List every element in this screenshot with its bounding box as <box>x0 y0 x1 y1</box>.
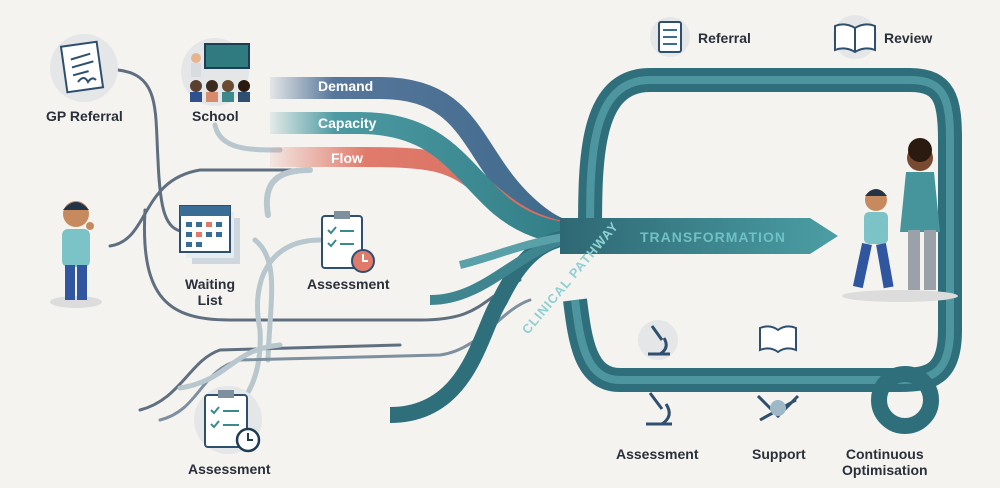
referral-top-label: Referral <box>698 30 751 46</box>
clipboard-icon <box>194 386 262 454</box>
review-top-label: Review <box>884 30 933 46</box>
capacity-band-label: Capacity <box>318 115 377 131</box>
gp-referral-label: GP Referral <box>46 108 123 124</box>
waiting-list-label: Waiting List <box>185 276 235 308</box>
demand-band-label: Demand <box>318 78 374 94</box>
connector-lines <box>108 68 532 422</box>
ribbons <box>389 227 591 423</box>
flow-bands <box>270 77 596 246</box>
microscope-icon <box>646 392 672 426</box>
continuous-optimisation-label: Continuous Optimisation <box>842 446 928 478</box>
pathway-arrow: TRANSFORMATION <box>560 218 838 254</box>
assessment-right-label: Assessment <box>616 446 699 462</box>
continuous-line2: Optimisation <box>842 462 928 478</box>
handshake-icon <box>756 394 800 422</box>
assessment-bottom-label: Assessment <box>188 461 271 477</box>
book-icon-support <box>759 325 797 354</box>
continuous-line1: Continuous <box>845 446 924 462</box>
waiting-label-line2: List <box>197 292 223 308</box>
arrow-text-1: TRANSFORMATION <box>640 229 786 245</box>
document-icon <box>50 34 118 102</box>
optimisation-loop <box>563 68 962 434</box>
microscope-icon-upper <box>638 320 678 360</box>
family-icon <box>842 138 958 302</box>
child-icon <box>50 201 102 308</box>
waiting-label-line1: Waiting <box>185 276 236 292</box>
classroom-icon <box>181 38 250 106</box>
support-label: Support <box>752 446 806 462</box>
flow-band-label: Flow <box>331 150 363 166</box>
school-label: School <box>192 108 239 124</box>
assessment-mid-label: Assessment <box>307 276 390 292</box>
book-icon <box>833 15 877 59</box>
calendar-icon <box>179 205 240 264</box>
referral-icon <box>650 17 690 57</box>
clipboard-clock-icon <box>321 211 375 273</box>
